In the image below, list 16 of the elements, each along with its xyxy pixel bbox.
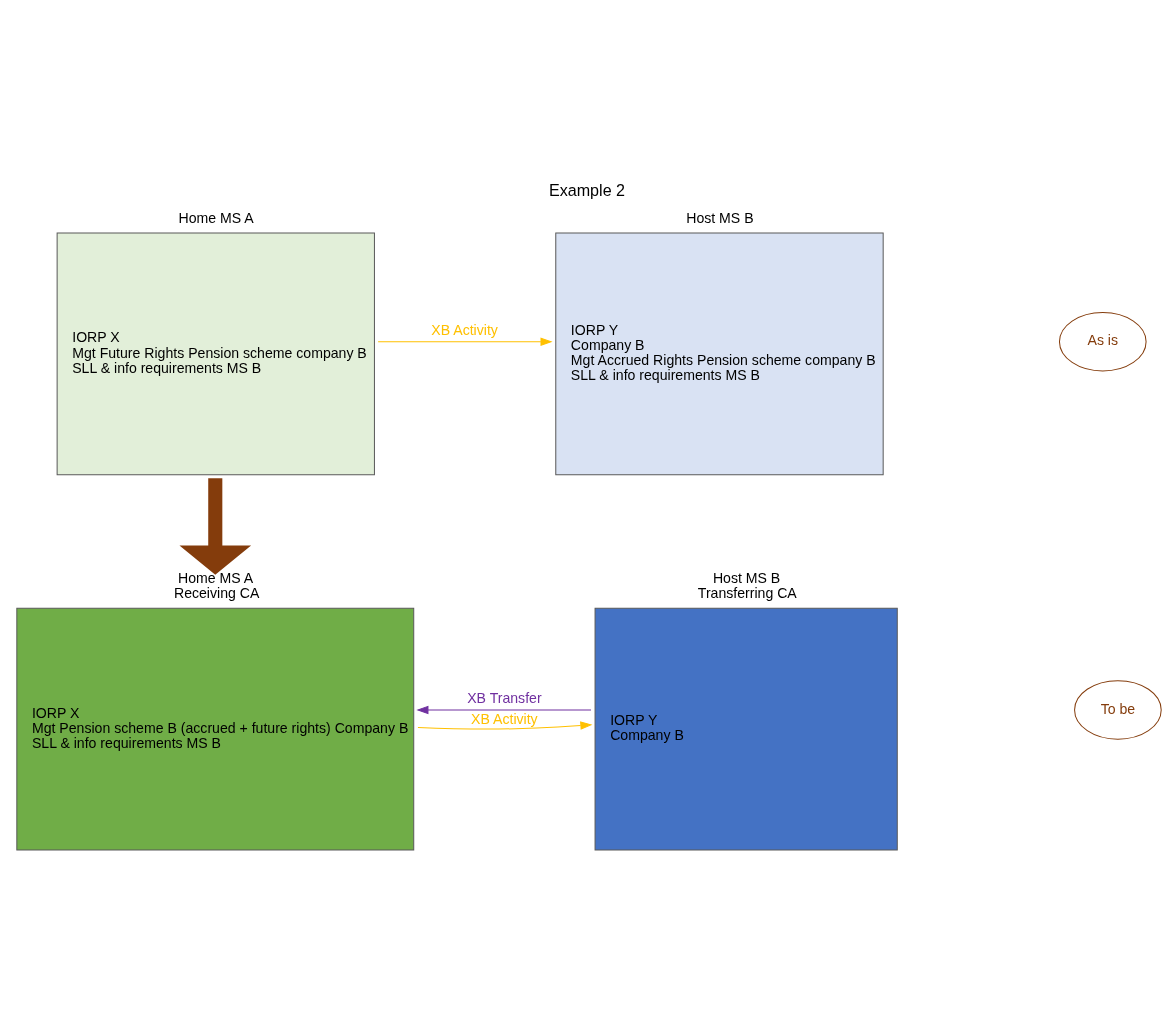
node-ellipse: As is bbox=[1058, 311, 1147, 371]
node-ellipse: To be bbox=[1074, 679, 1162, 740]
arrow bbox=[377, 336, 553, 346]
arrow bbox=[416, 705, 592, 714]
node-label: Home MS A bbox=[178, 569, 254, 586]
node-label: Home MS A bbox=[178, 209, 254, 226]
node-label: Transferring CA bbox=[697, 584, 797, 601]
arrow bbox=[179, 477, 252, 575]
edge-label: XB Transfer bbox=[467, 689, 542, 706]
node-label: Host MS B bbox=[712, 569, 781, 586]
diagram-title: Example 2 bbox=[548, 180, 626, 199]
edge-label: XB Activity bbox=[431, 321, 498, 338]
node-label: Host MS B bbox=[686, 209, 754, 226]
arrow bbox=[417, 720, 593, 730]
edge-label: XB Activity bbox=[471, 710, 538, 727]
node-label: Receiving CA bbox=[173, 584, 260, 601]
